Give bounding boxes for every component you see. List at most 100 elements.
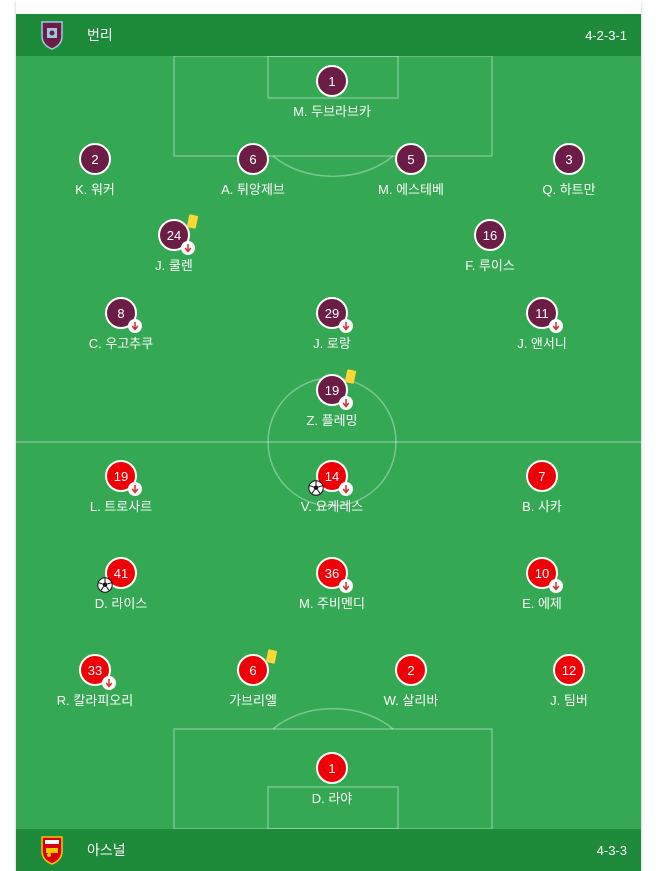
player-number: 16 xyxy=(482,227,498,243)
sub-arrow-down-icon xyxy=(549,579,563,593)
player-number-badge: 10 xyxy=(526,557,563,593)
home-team-bar: 번리 4-2-3-1 xyxy=(16,14,641,56)
player-home[interactable]: 5 M. 에스테베 xyxy=(341,143,481,198)
player-number-badge: 3 xyxy=(553,143,585,175)
player-home[interactable]: 29 J. 로랑 xyxy=(262,297,402,352)
player-number-badge: 16 xyxy=(474,219,506,251)
player-number: 6 xyxy=(249,151,257,167)
player-number: 12 xyxy=(561,662,577,678)
player-name: K. 워커 xyxy=(75,182,115,197)
away-formation: 4-3-3 xyxy=(596,842,627,858)
lineup-card: 번리 4-2-3-1 1 M. 두브라브카 2 K. 워커 6 A. 튀앙제브 5 M. 에스… xyxy=(16,0,641,871)
sub-arrow-down-icon xyxy=(339,396,353,410)
player-name: M. 두브라브카 xyxy=(293,104,371,119)
player-number-badge: 33 xyxy=(79,654,116,690)
player-number: 7 xyxy=(538,468,546,484)
arsenal-crest-icon xyxy=(41,836,63,865)
burnley-crest-icon xyxy=(41,21,63,50)
player-number: 19 xyxy=(324,382,340,398)
player-home[interactable]: 8 C. 우고추쿠 xyxy=(51,297,191,352)
football-icon xyxy=(97,577,113,593)
player-away[interactable]: 36 M. 주비멘디 xyxy=(262,557,402,612)
sub-arrow-down-icon xyxy=(339,319,353,333)
player-number: 10 xyxy=(534,565,550,581)
player-home[interactable]: 6 A. 튀앙제브 xyxy=(183,143,323,198)
player-number-badge: 6 xyxy=(237,649,278,686)
yellow-card-icon xyxy=(265,649,278,664)
sub-arrow-down-icon xyxy=(102,676,116,690)
player-name: F. 루이스 xyxy=(465,258,515,273)
player-number-badge: 2 xyxy=(79,143,111,175)
player-name: J. 팀버 xyxy=(550,693,588,708)
player-number: 5 xyxy=(407,151,415,167)
player-number-badge: 11 xyxy=(526,297,563,333)
player-home[interactable]: 19 Z. 플레밍 xyxy=(262,369,402,429)
sub-arrow-down-icon xyxy=(128,482,142,496)
player-name: E. 에제 xyxy=(522,596,562,611)
player-number-badge: 19 xyxy=(316,369,357,410)
player-number: 19 xyxy=(113,468,129,484)
player-number: 14 xyxy=(324,468,340,484)
football-icon xyxy=(308,480,324,496)
player-number-badge: 29 xyxy=(316,297,353,333)
player-home[interactable]: 16 F. 루이스 xyxy=(420,219,560,274)
player-name: C. 우고추쿠 xyxy=(88,336,154,351)
player-name: Z. 플레밍 xyxy=(306,413,358,428)
player-number: 33 xyxy=(87,662,103,678)
player-home[interactable]: 11 J. 앤서니 xyxy=(472,297,612,352)
home-formation: 4-2-3-1 xyxy=(585,27,627,43)
player-number: 1 xyxy=(328,73,336,89)
player-number-badge: 1 xyxy=(316,65,348,97)
player-name: J. 로랑 xyxy=(313,336,351,351)
player-name: 가브리엘 xyxy=(229,693,277,708)
player-away[interactable]: 10 E. 에제 xyxy=(472,557,612,612)
player-away[interactable]: 2 W. 살리바 xyxy=(341,654,481,709)
sub-arrow-down-icon xyxy=(339,579,353,593)
player-number: 24 xyxy=(166,227,182,243)
player-away[interactable]: 12 J. 팀버 xyxy=(499,654,639,709)
player-away[interactable]: 19 L. 트로사르 xyxy=(51,460,191,515)
away-team-name: 아스널 xyxy=(87,842,126,858)
player-number: 36 xyxy=(324,565,340,581)
player-number-badge: 36 xyxy=(316,557,353,593)
player-number: 41 xyxy=(113,565,129,581)
sub-arrow-down-icon xyxy=(339,482,353,496)
top-strip xyxy=(16,0,641,14)
player-name: B. 사카 xyxy=(522,499,562,514)
player-name: J. 앤서니 xyxy=(517,336,567,351)
player-number: 8 xyxy=(117,305,125,321)
sub-arrow-down-icon xyxy=(549,319,563,333)
player-name: L. 트로사르 xyxy=(89,499,153,514)
yellow-card-icon xyxy=(186,214,199,229)
player-name: A. 튀앙제브 xyxy=(221,182,285,197)
player-number: 2 xyxy=(407,662,415,678)
player-away[interactable]: 41 D. 라이스 xyxy=(51,557,191,612)
player-name: W. 살리바 xyxy=(383,693,439,708)
player-number-badge: 14 xyxy=(308,460,353,496)
player-name: M. 주비멘디 xyxy=(299,596,365,611)
player-number-badge: 41 xyxy=(97,557,137,593)
sub-arrow-down-icon xyxy=(181,241,195,255)
player-number: 11 xyxy=(535,305,549,321)
player-number: 2 xyxy=(91,151,99,167)
player-away[interactable]: 6 가브리엘 xyxy=(183,649,323,709)
player-number: 1 xyxy=(328,760,336,776)
player-number-badge: 2 xyxy=(395,654,427,686)
player-home[interactable]: 2 K. 워커 xyxy=(25,143,165,198)
player-name: D. 라이스 xyxy=(94,596,148,611)
player-home[interactable]: 1 M. 두브라브카 xyxy=(262,65,402,120)
player-number-badge: 6 xyxy=(237,143,269,175)
player-name: M. 에스테베 xyxy=(378,182,444,197)
sub-arrow-down-icon xyxy=(128,319,142,333)
player-away[interactable]: 7 B. 사카 xyxy=(472,460,612,515)
player-number: 6 xyxy=(249,662,257,678)
player-number: 3 xyxy=(565,151,573,167)
player-number-badge: 24 xyxy=(158,214,199,255)
player-number-badge: 19 xyxy=(105,460,142,496)
